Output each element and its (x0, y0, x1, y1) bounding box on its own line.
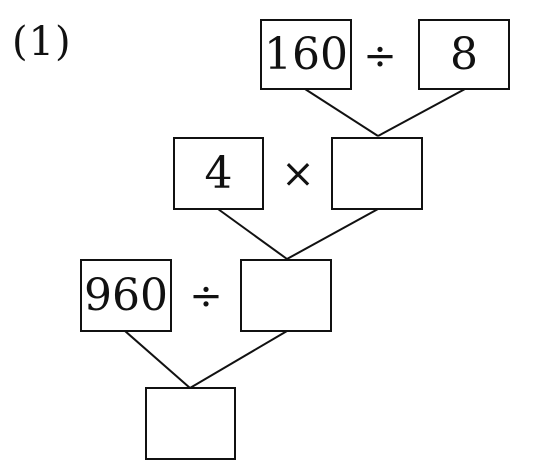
row2-right-answer-box[interactable] (331, 137, 423, 210)
connector-8-to-product (377, 88, 466, 137)
row3-left-value: 960 (84, 269, 168, 321)
connector-4-to-quotient (217, 208, 288, 260)
row1-right-box: 8 (418, 19, 510, 90)
result-answer-box[interactable] (145, 387, 236, 460)
row2-left-value: 4 (204, 147, 233, 199)
connector-quotient-to-result (189, 330, 288, 389)
connector-product-to-quotient (286, 208, 379, 260)
row1-operator: ÷ (363, 33, 397, 79)
row2-left-box: 4 (173, 137, 264, 210)
connector-160-to-product (304, 88, 379, 137)
row3-right-answer-box[interactable] (240, 259, 332, 332)
problem-label: (1) (12, 19, 72, 65)
row1-right-value: 8 (450, 28, 478, 80)
row3-left-box: 960 (80, 259, 172, 332)
row1-left-box: 160 (260, 19, 352, 90)
row2-operator: × (281, 151, 315, 197)
row3-operator: ÷ (189, 273, 223, 319)
row1-left-value: 160 (264, 28, 348, 80)
connector-960-to-result (124, 330, 191, 389)
